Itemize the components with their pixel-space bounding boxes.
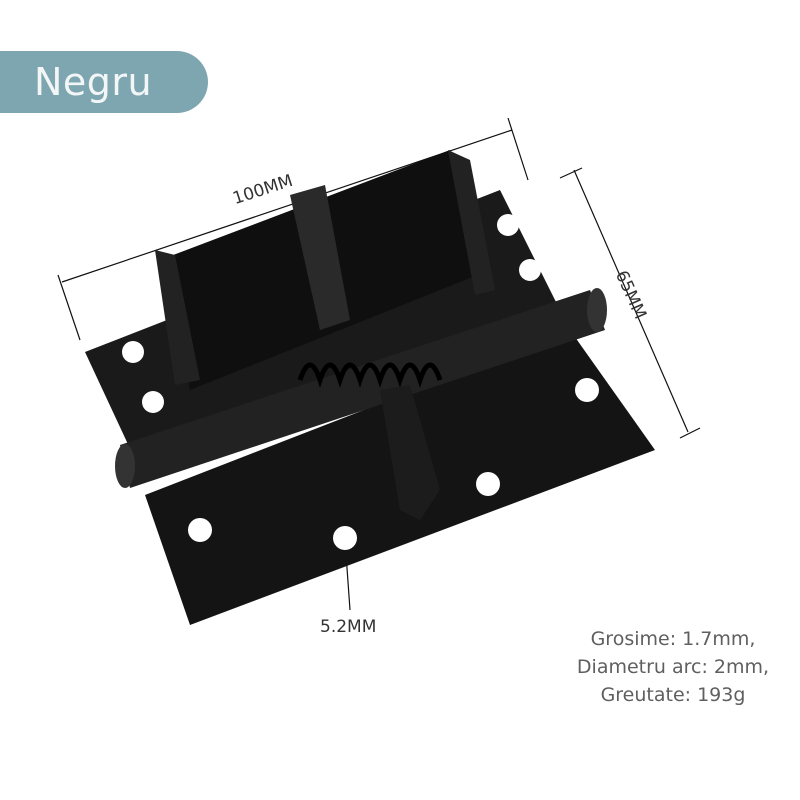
spec-spring-diameter: Diametru arc: 2mm, <box>576 656 770 678</box>
spring-coil <box>297 362 443 388</box>
dimension-hole-label: 5.2MM <box>320 617 377 637</box>
hinge-barrel <box>115 288 607 488</box>
spring-latch <box>380 385 440 520</box>
spec-block: Grosime: 1.7mm, Diametru arc: 2mm, Greut… <box>548 625 798 709</box>
spec-thickness: Grosime: 1.7mm, <box>590 628 756 650</box>
spec-weight: Greutate: 193g <box>600 684 746 706</box>
color-badge: Negru <box>0 51 208 113</box>
hinge-bracket <box>155 150 495 390</box>
color-badge-label: Negru <box>34 60 153 104</box>
mounting-holes <box>122 214 599 550</box>
